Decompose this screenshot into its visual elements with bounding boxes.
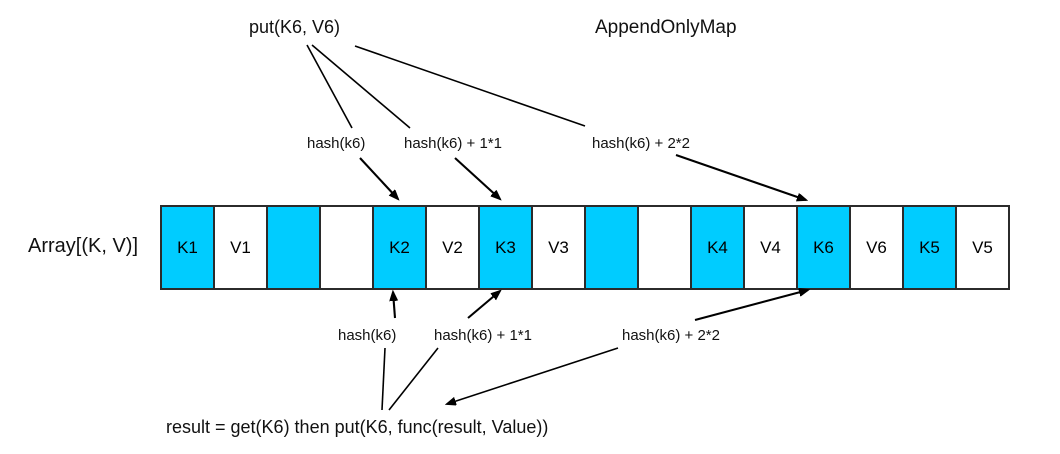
array-cell[interactable]: K3: [480, 207, 533, 288]
array-cell[interactable]: [321, 207, 374, 288]
put-leader-lines: [306, 44, 586, 129]
array-cell[interactable]: K2: [374, 207, 427, 288]
probe-arrow-top-2: [675, 154, 806, 200]
probe-bottom-hash-0: hash(k6): [338, 327, 397, 344]
array-cell[interactable]: K5: [904, 207, 957, 288]
probe-top-hash-2: hash(k6) + 2*2: [592, 135, 690, 152]
array-cell[interactable]: V5: [957, 207, 1008, 288]
array-name-label: Array[(K, V)]: [28, 235, 139, 257]
probe-arrow-bottom-2: [694, 290, 808, 322]
probe-arrow-top-0: [359, 157, 398, 199]
get-then-put-label: result = get(K6) then put(K6, func(resul…: [166, 417, 549, 437]
put-operation-label: put(K6, V6): [249, 17, 341, 37]
diagram-title: AppendOnlyMap: [595, 17, 737, 38]
array-cell[interactable]: V2: [427, 207, 480, 288]
probe-arrow-bottom-0: [393, 292, 395, 319]
array-cell[interactable]: V1: [215, 207, 268, 288]
array-cell[interactable]: V3: [533, 207, 586, 288]
array-cell[interactable]: K6: [798, 207, 851, 288]
probe-top-hash-1: hash(k6) + 1*1: [404, 135, 502, 152]
array-cell[interactable]: V6: [851, 207, 904, 288]
probe-bottom-hash-2: hash(k6) + 2*2: [622, 327, 720, 344]
array-row: K1 V1 K2 V2 K3 V3 K4 V4 K6 V6 K5 V5: [160, 205, 1010, 290]
array-cell[interactable]: V4: [745, 207, 798, 288]
array-cell[interactable]: K1: [162, 207, 215, 288]
array-cell[interactable]: [586, 207, 639, 288]
array-cell[interactable]: [639, 207, 692, 288]
probe-arrow-bottom-1: [467, 291, 500, 319]
probe-bottom-hash-1: hash(k6) + 1*1: [434, 327, 532, 344]
array-cell[interactable]: K4: [692, 207, 745, 288]
probe-top-hash-0: hash(k6): [307, 135, 366, 152]
get-leader-lines: [381, 347, 619, 411]
array-cell[interactable]: [268, 207, 321, 288]
probe-arrow-top-1: [454, 157, 500, 199]
